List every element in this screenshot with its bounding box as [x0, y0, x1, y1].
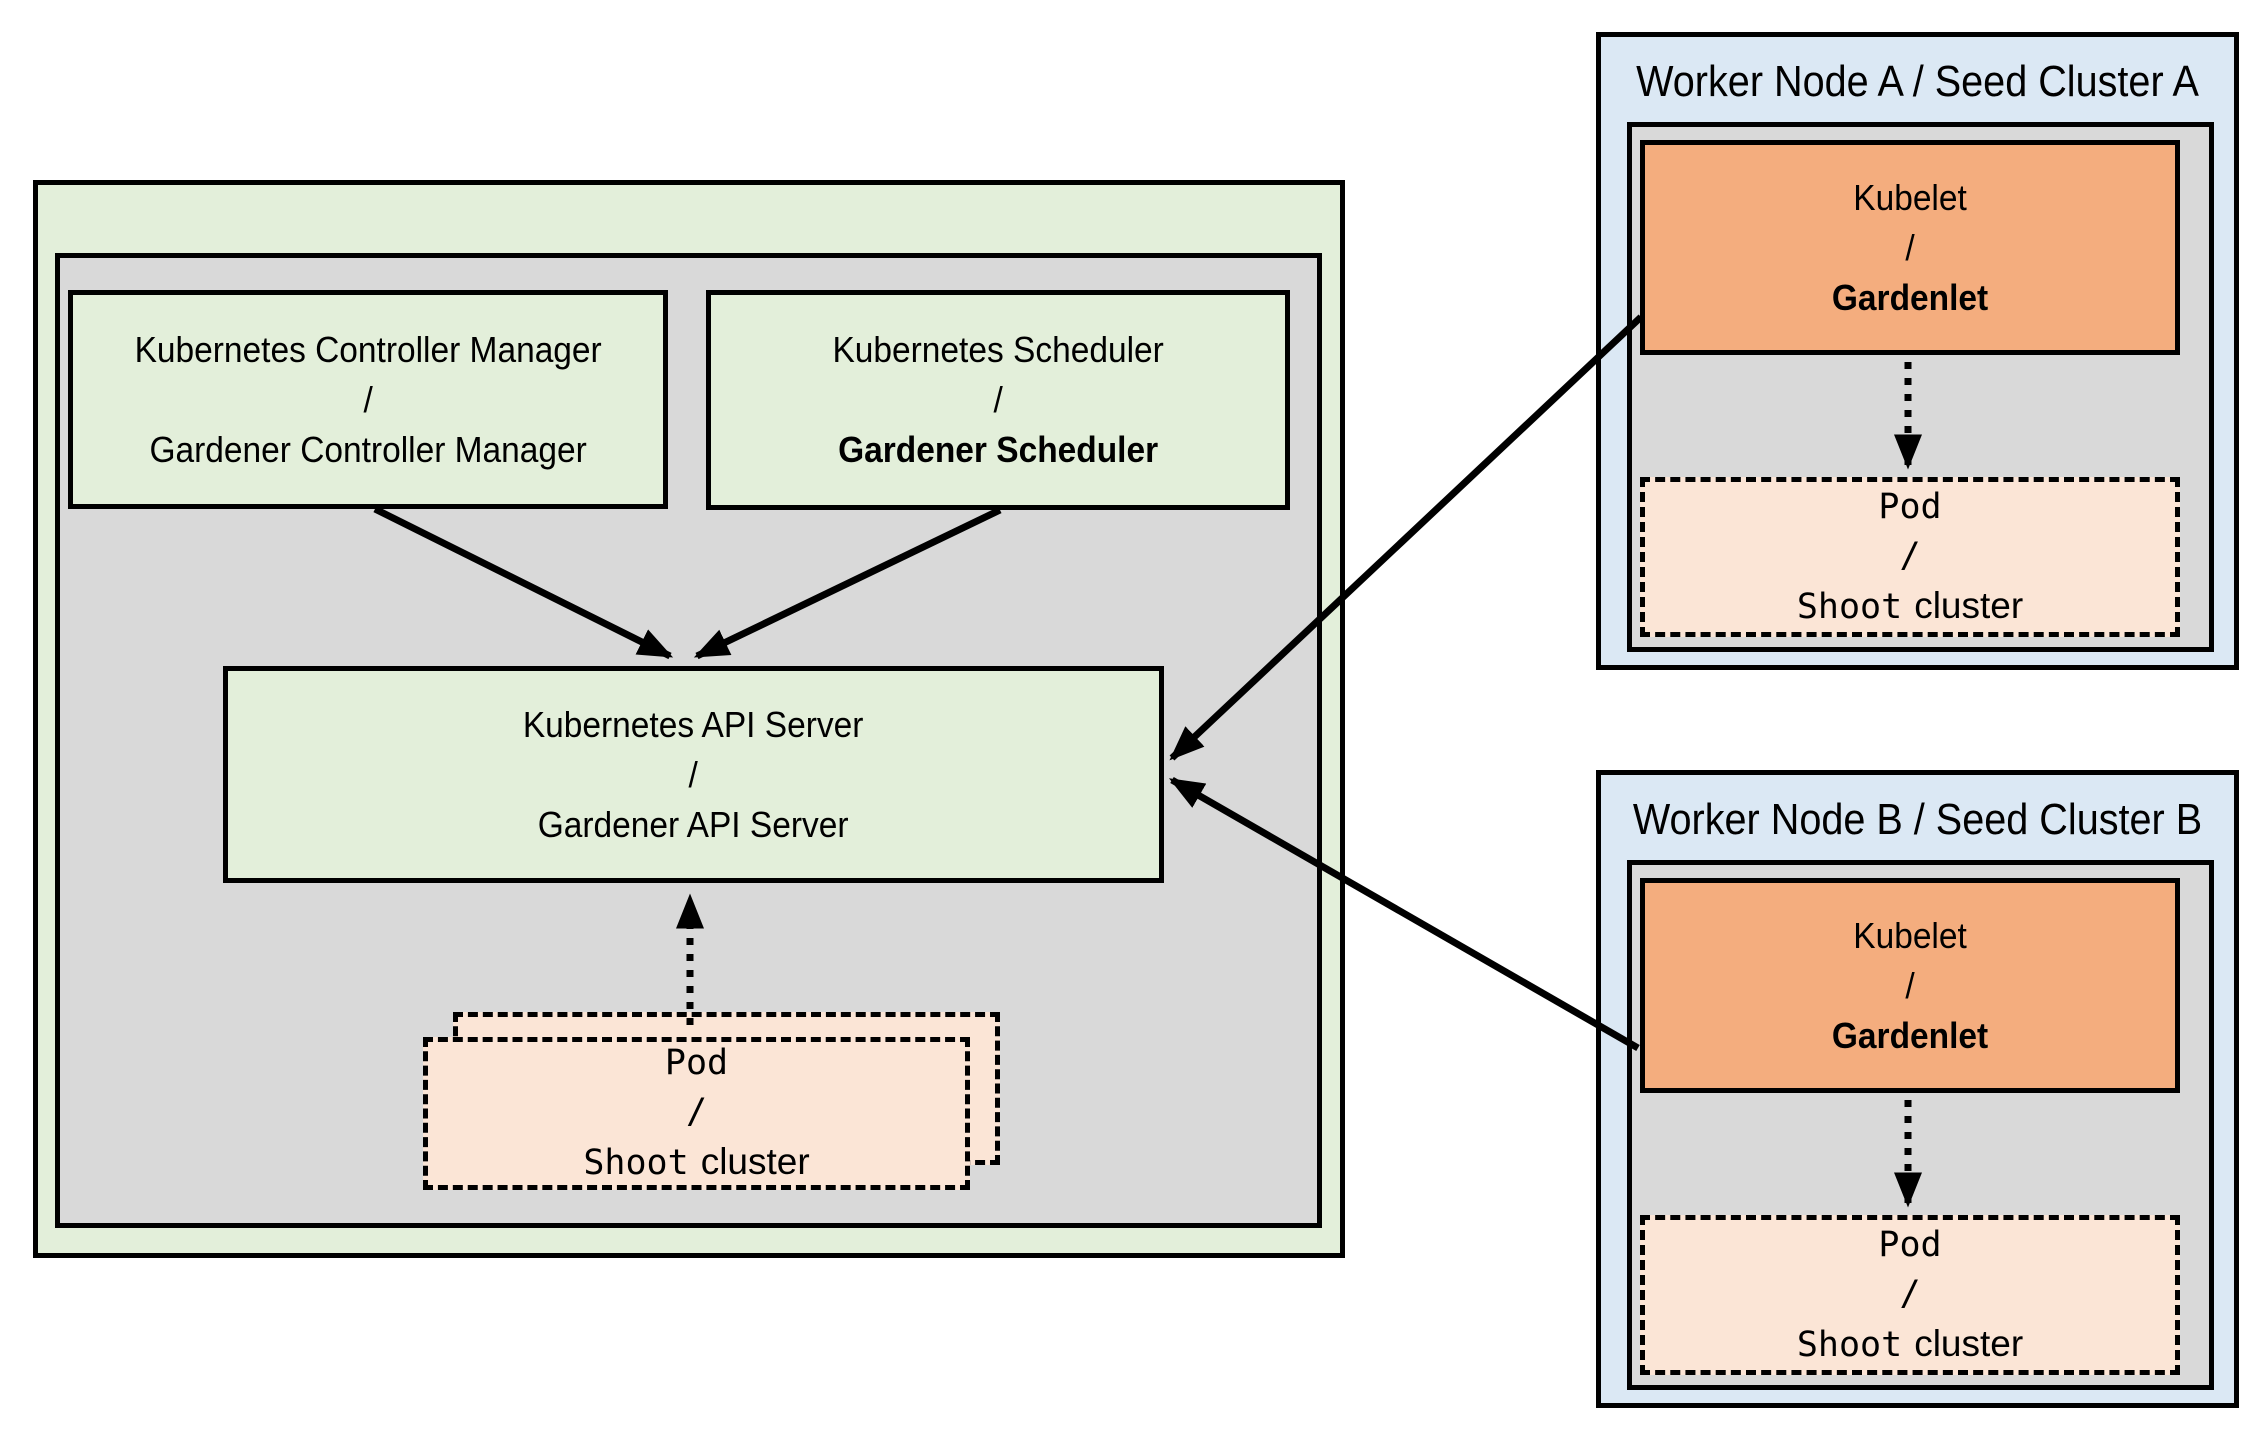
label-separator: / — [1899, 535, 1921, 576]
shoot-code-text: Shoot — [1796, 1324, 1903, 1365]
cluster-text: cluster — [1914, 1322, 2024, 1364]
label-line: Shoot cluster — [583, 1137, 809, 1188]
label-line-bold: Gardenlet — [1831, 1014, 1989, 1056]
kubelet-a-label: Kubelet / Gardenlet — [1832, 173, 1988, 323]
worker-node-b-title: Worker Node B / Seed Cluster B — [1632, 795, 2203, 844]
pod-shoot-cluster-box-b: Pod / Shoot cluster — [1640, 1215, 2180, 1375]
label-separator: / — [363, 378, 373, 420]
label-line-bold: Gardenlet — [1831, 276, 1989, 318]
label-line: Kubernetes Scheduler — [832, 329, 1164, 370]
controller-manager-label: Kubernetes Controller Manager / Gardener… — [134, 325, 601, 475]
worker-node-a-title: Worker Node A / Seed Cluster A — [1636, 57, 2199, 106]
label-line: Gardener API Server — [538, 803, 849, 845]
scheduler-label: Kubernetes Scheduler / Gardener Schedule… — [832, 325, 1163, 475]
label-line: Gardener Controller Manager — [149, 428, 587, 470]
label-line: Kubernetes Controller Manager — [134, 328, 602, 370]
cluster-text: cluster — [1914, 584, 2024, 626]
kubelet-b-label: Kubelet / Gardenlet — [1832, 911, 1988, 1061]
kubelet-gardenlet-box-b: Kubelet / Gardenlet — [1640, 878, 2180, 1093]
pod-shoot-cluster-box-a: Pod / Shoot cluster — [1640, 477, 2180, 637]
label-line: Shoot cluster — [1797, 581, 2023, 632]
pod-shoot-cluster-label: Pod / Shoot cluster — [583, 1039, 809, 1188]
api-server-box: Kubernetes API Server / Gardener API Ser… — [223, 666, 1164, 883]
label-separator: / — [1905, 964, 1915, 1006]
label-separator: / — [1905, 226, 1915, 268]
scheduler-box: Kubernetes Scheduler / Gardener Schedule… — [706, 290, 1290, 510]
label-separator: / — [685, 1092, 708, 1132]
label-line: Kubelet — [1853, 914, 1967, 956]
pod-shoot-cluster-box: Pod / Shoot cluster — [423, 1037, 970, 1190]
label-line-bold: Gardener Scheduler — [837, 429, 1159, 470]
label-line: Pod — [1878, 486, 1942, 527]
controller-manager-box: Kubernetes Controller Manager / Gardener… — [68, 290, 668, 509]
label-line: Pod — [664, 1043, 729, 1083]
shoot-code-text: Shoot — [583, 1143, 689, 1183]
label-separator: / — [993, 379, 1003, 420]
shoot-code-text: Shoot — [1796, 586, 1903, 627]
pod-a-label: Pod / Shoot cluster — [1797, 483, 2023, 632]
label-separator: / — [688, 753, 699, 795]
label-line: Shoot cluster — [1797, 1319, 2023, 1370]
label-line: Kubelet — [1853, 176, 1967, 218]
label-separator: / — [1899, 1273, 1921, 1314]
label-line: Pod — [1878, 1224, 1942, 1265]
kubelet-gardenlet-box-a: Kubelet / Gardenlet — [1640, 140, 2180, 355]
label-line: Kubernetes API Server — [523, 703, 864, 745]
pod-b-label: Pod / Shoot cluster — [1797, 1221, 2023, 1370]
cluster-text: cluster — [700, 1141, 810, 1182]
api-server-label: Kubernetes API Server / Gardener API Ser… — [523, 700, 864, 850]
